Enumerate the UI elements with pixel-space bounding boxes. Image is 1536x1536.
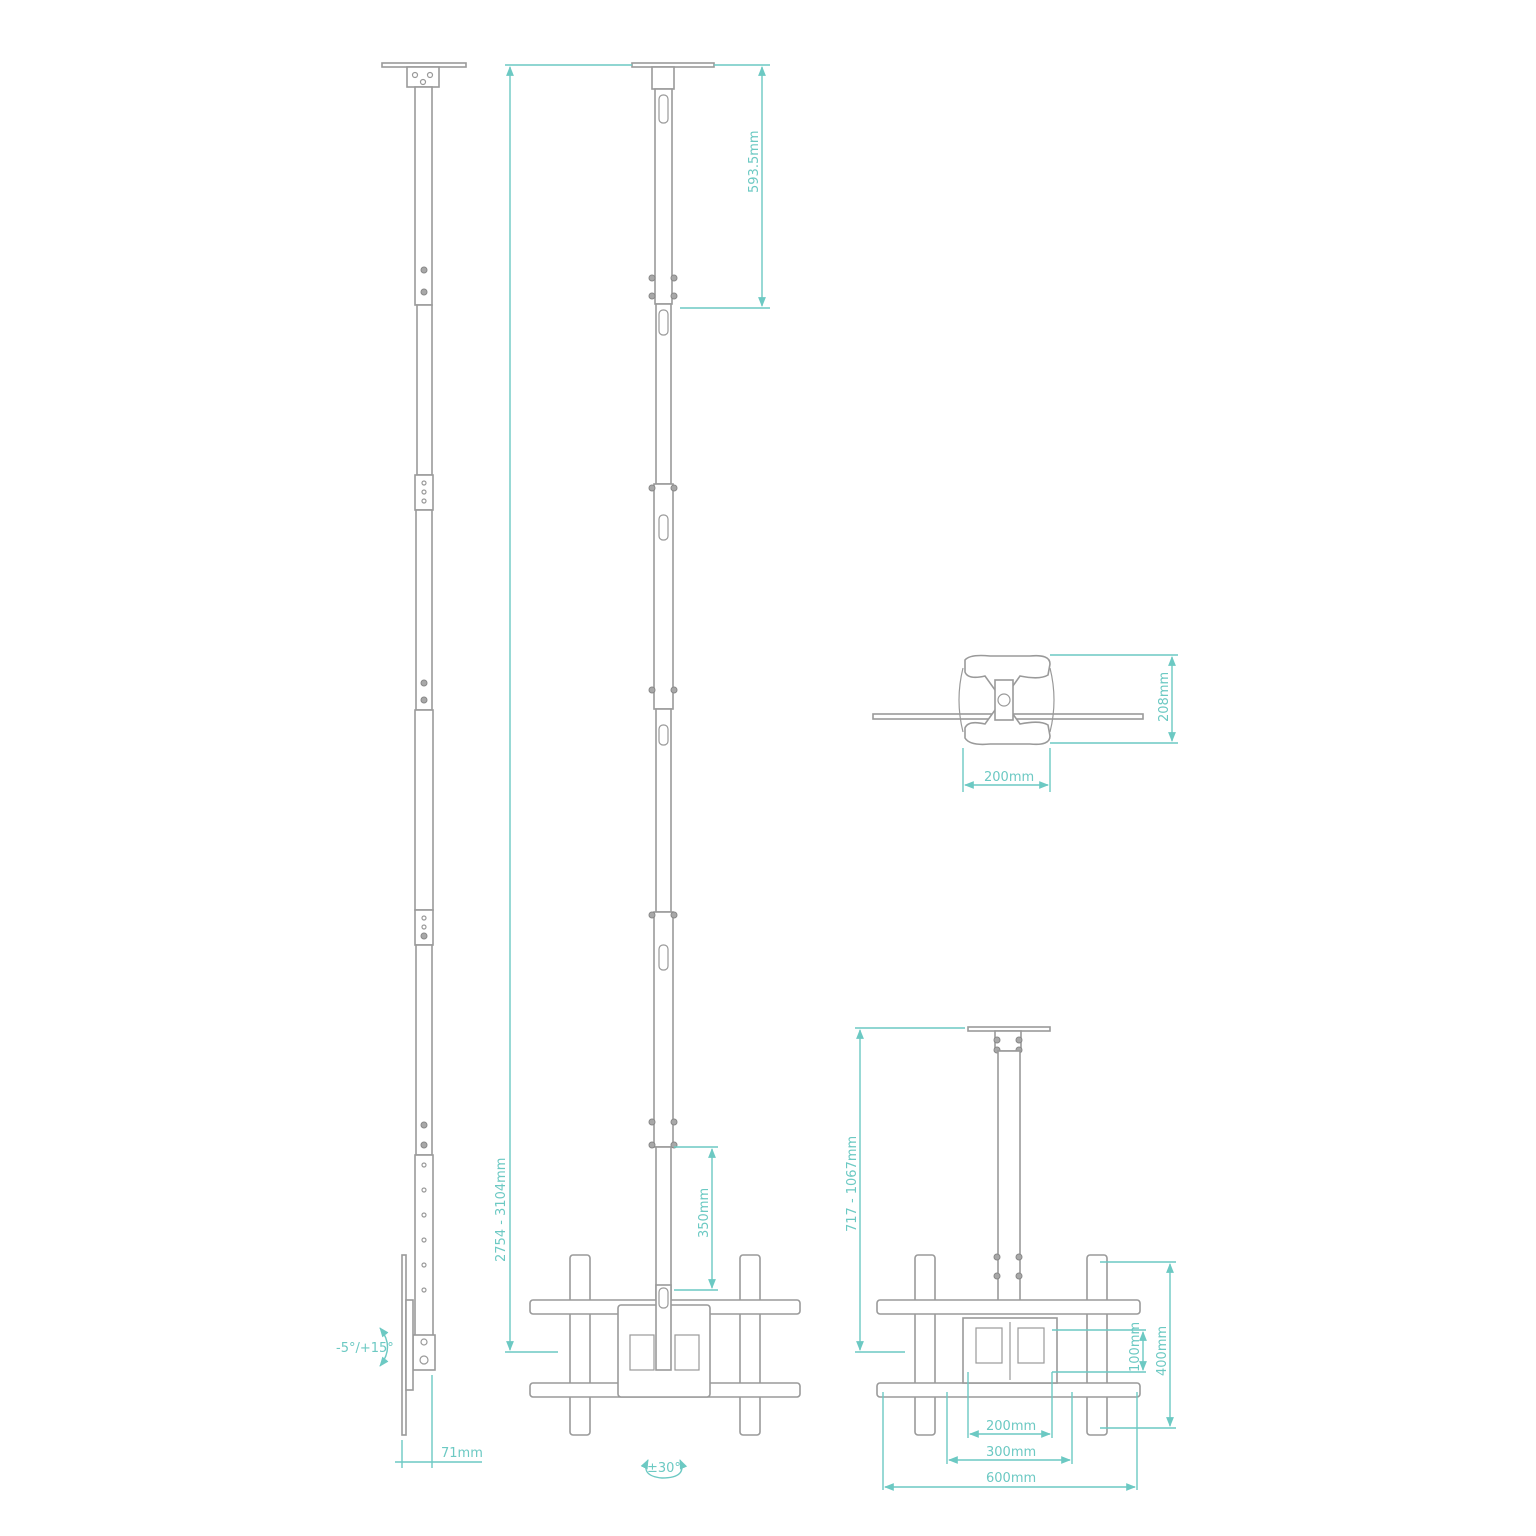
side-view-pole	[381, 62, 467, 1436]
vesa-600-dimension: 600mm	[882, 1392, 1138, 1491]
front-view-pole	[631, 62, 715, 1368]
height-range-dimension: 2754 - 3104mm	[494, 64, 632, 1353]
top-view-plate	[872, 654, 1144, 746]
front-view-bracket	[529, 1254, 801, 1436]
tilt-dimension: -5°/+15°	[336, 1327, 394, 1367]
vesa-600-label: 600mm	[986, 1471, 1036, 1486]
vesa-400-label: 400mm	[1155, 1326, 1170, 1376]
bottom-section-dimension: 350mm	[674, 1146, 718, 1291]
bottom-section-label: 350mm	[697, 1188, 712, 1238]
top-width-dimension: 200mm	[962, 748, 1051, 792]
vesa-200-dimension: 200mm	[967, 1372, 1053, 1438]
top-depth-label: 208mm	[1157, 672, 1172, 722]
top-depth-dimension: 208mm	[1050, 654, 1178, 744]
swivel-dimension: ±30°	[640, 1459, 688, 1479]
tilt-label: -5°/+15°	[336, 1341, 394, 1356]
top-width-label: 200mm	[984, 770, 1034, 785]
short-height-range-label: 717 - 1067mm	[845, 1136, 860, 1232]
depth-71-dimension: 71mm	[395, 1375, 483, 1468]
vesa-100-dimension: 100mm	[1052, 1322, 1147, 1373]
top-section-dimension: 593.5mm	[680, 64, 770, 309]
vesa-100-label: 100mm	[1128, 1322, 1143, 1372]
vesa-200-label: 200mm	[986, 1419, 1036, 1434]
top-section-label: 593.5mm	[747, 130, 762, 193]
short-pole-mount	[876, 1026, 1141, 1436]
vesa-400-dimension: 400mm	[1100, 1261, 1176, 1429]
vesa-300-label: 300mm	[986, 1445, 1036, 1460]
depth-71-label: 71mm	[441, 1446, 483, 1461]
vesa-300-dimension: 300mm	[946, 1392, 1073, 1464]
short-height-range-dimension: 717 - 1067mm	[845, 1027, 965, 1353]
swivel-label: ±30°	[647, 1461, 681, 1476]
height-range-label: 2754 - 3104mm	[494, 1158, 509, 1262]
